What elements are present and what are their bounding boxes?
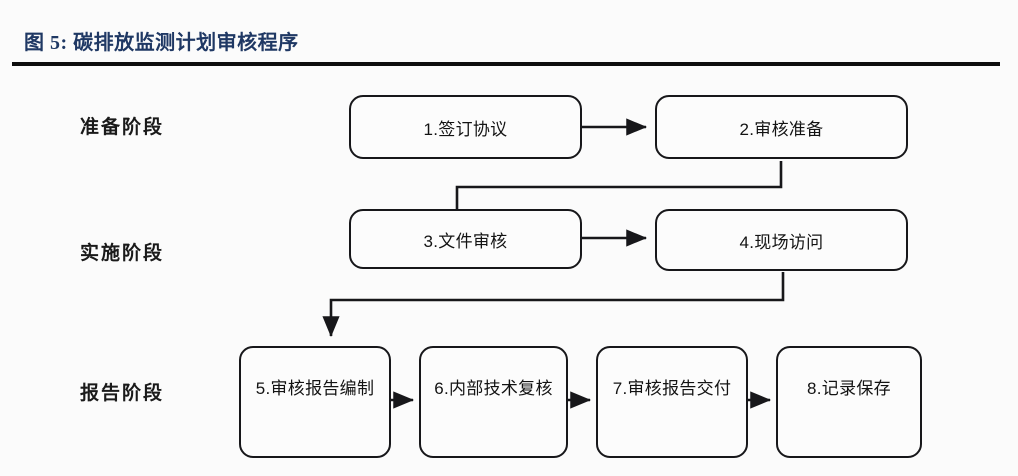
- process-node-7[interactable]: 7.审核报告交付: [596, 346, 748, 458]
- process-node-6-label: 6.内部技术复核: [434, 379, 553, 398]
- process-node-6[interactable]: 6.内部技术复核: [419, 346, 568, 458]
- process-node-1[interactable]: 1.签订协议: [349, 95, 582, 159]
- process-node-7-label: 7.审核报告交付: [612, 379, 732, 398]
- process-node-5-label: 5.审核报告编制: [255, 379, 375, 398]
- process-node-5[interactable]: 5.审核报告编制: [239, 346, 391, 458]
- figure-number: 图 5:: [24, 32, 68, 54]
- title-divider: [12, 62, 1000, 66]
- edge-n2-n3: [455, 161, 783, 210]
- stage-label-reporting: 报告阶段: [80, 383, 165, 404]
- process-node-1-label: 1.签订协议: [423, 119, 508, 139]
- process-node-3-label: 3.文件审核: [423, 231, 508, 251]
- figure-title: 图 5: 碳排放监测计划审核程序: [24, 26, 299, 55]
- edge-n4-n5: [322, 272, 785, 338]
- process-node-4[interactable]: 4.现场访问: [655, 209, 908, 271]
- process-node-2-label: 2.审核准备: [739, 119, 824, 139]
- figure-title-text: 碳排放监测计划审核程序: [73, 32, 299, 54]
- process-node-8-label: 8.记录保存: [807, 379, 891, 398]
- stage-label-implementation: 实施阶段: [80, 243, 165, 264]
- process-node-3[interactable]: 3.文件审核: [349, 209, 582, 269]
- process-node-8[interactable]: 8.记录保存: [776, 346, 922, 458]
- process-node-2[interactable]: 2.审核准备: [655, 95, 908, 159]
- stage-label-preparation: 准备阶段: [80, 117, 165, 138]
- process-node-4-label: 4.现场访问: [739, 232, 824, 252]
